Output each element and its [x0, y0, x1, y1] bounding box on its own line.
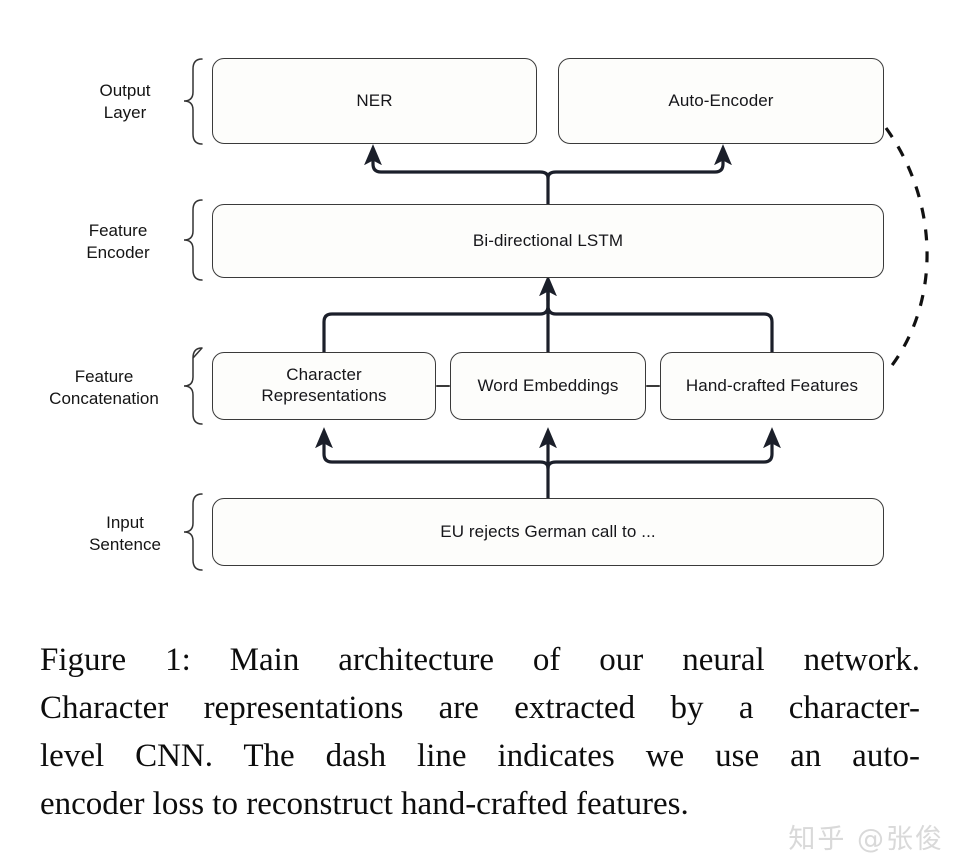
node-character-representations: Character Representations	[212, 352, 436, 420]
group-label-line2: Encoder	[86, 243, 150, 263]
brace-feature-encoder	[183, 199, 203, 281]
node-ner: NER	[212, 58, 537, 144]
edge-fan-to-handfeat	[546, 427, 781, 470]
group-label-line1: Feature	[88, 221, 148, 240]
node-label-line2: Representations	[261, 386, 387, 405]
caption-line-2: Character representations are extracted …	[40, 690, 920, 726]
node-word-embeddings: Word Embeddings	[450, 352, 646, 420]
edge-fork-to-ner	[364, 144, 550, 180]
watermark: 知乎 @张俊	[788, 824, 944, 855]
group-label-feature-encoder: Feature Encoder	[46, 220, 190, 264]
group-label-feature-concatenation: Feature Concatenation	[18, 366, 190, 410]
edge-dashed-autoencoder-loss	[884, 127, 929, 369]
group-label-line2: Layer	[103, 103, 147, 123]
figure-caption: Figure 1: Main architecture of our neura…	[40, 636, 920, 828]
node-auto-encoder-label: Auto-Encoder	[668, 90, 774, 110]
group-label-line2: Sentence	[89, 535, 161, 555]
node-bidirectional-lstm-label: Bi-directional LSTM	[472, 230, 624, 250]
edge-handfeat-to-merge	[546, 290, 774, 354]
node-bidirectional-lstm: Bi-directional LSTM	[212, 204, 884, 278]
brace-input-sentence	[183, 493, 203, 571]
node-word-embeddings-label: Word Embeddings	[477, 375, 619, 395]
node-input-sentence-label: EU rejects German call to ...	[440, 521, 656, 541]
node-label-line1: Character	[286, 365, 362, 385]
node-auto-encoder: Auto-Encoder	[558, 58, 884, 144]
group-label-line1: Output	[99, 81, 151, 100]
diagram-connectors	[183, 58, 929, 571]
group-label-input-sentence: Input Sentence	[60, 512, 190, 556]
node-hand-crafted-features-label: Hand-crafted Features	[685, 375, 859, 395]
node-hand-crafted-features: Hand-crafted Features	[660, 352, 884, 420]
group-label-line1: Input	[106, 513, 144, 532]
caption-line-1: Figure 1: Main architecture of our neura…	[40, 642, 920, 678]
caption-line-3: level CNN. The dash line indicates we us…	[40, 738, 920, 774]
caption-line-4: encoder loss to reconstruct hand-crafted…	[40, 786, 689, 822]
node-ner-label: NER	[356, 90, 393, 110]
node-character-representations-label: Character Representations	[255, 365, 392, 406]
brace-feature-concatenation	[183, 347, 203, 425]
group-label-line2: Concatenation	[49, 389, 159, 409]
group-label-output-layer: Output Layer	[60, 80, 190, 124]
group-label-line1: Feature	[74, 367, 134, 386]
edge-fork-to-autoencoder	[546, 144, 732, 180]
edge-charrep-to-merge	[322, 290, 550, 354]
node-input-sentence: EU rejects German call to ...	[212, 498, 884, 566]
brace-output-layer	[183, 58, 203, 145]
figure-diagram: Output Layer Feature Encoder Feature Con…	[18, 58, 929, 571]
edge-fan-to-charrep	[315, 427, 550, 470]
